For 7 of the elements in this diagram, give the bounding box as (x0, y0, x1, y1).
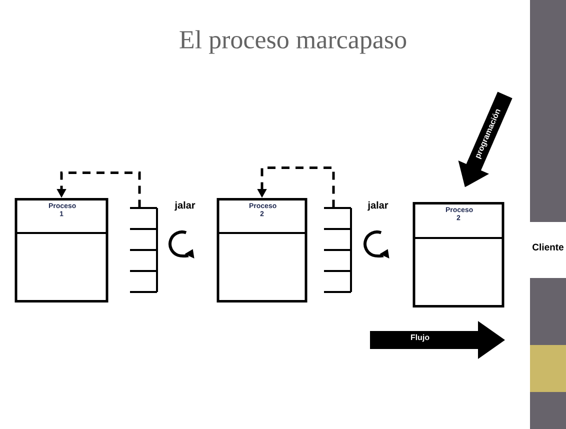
kanban-rack (129, 207, 158, 293)
pull-label: jalar (174, 201, 196, 211)
kanban-rack (323, 207, 352, 293)
pull-label: jalar (368, 201, 388, 211)
title: El proceso marcapaso (180, 30, 406, 54)
arrow-label: Flujo (410, 334, 430, 342)
customer-label: Cliente (532, 244, 564, 250)
